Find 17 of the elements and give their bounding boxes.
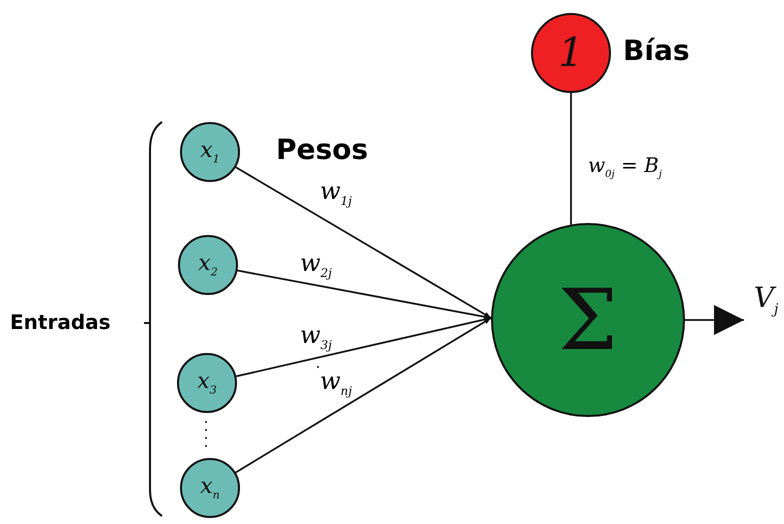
weights-heading: Pesos — [276, 136, 368, 164]
inputs-label: Entradas — [10, 312, 111, 332]
input-circle: x$_{2}$ — [178, 235, 238, 295]
input-circle: x$_{3}$ — [177, 353, 237, 413]
arrow — [235, 317, 492, 474]
arrow — [235, 166, 492, 319]
bias-circle: 1 — [531, 13, 611, 93]
edge-label: w$_{nj}$ — [318, 368, 354, 398]
arrow — [685, 305, 744, 335]
edge-label: w$_{0j}$ = B$_{j}$ — [586, 154, 664, 181]
arrow — [237, 270, 492, 320]
connector-line — [570, 93, 572, 224]
input-circle: x$_{n}$ — [180, 458, 240, 518]
input-circle: x$_{1}$ — [180, 122, 240, 182]
bias-label: Bías — [623, 37, 690, 65]
output-label: V$_{j}$ — [748, 280, 784, 320]
summation-circle: Σ — [491, 223, 685, 417]
